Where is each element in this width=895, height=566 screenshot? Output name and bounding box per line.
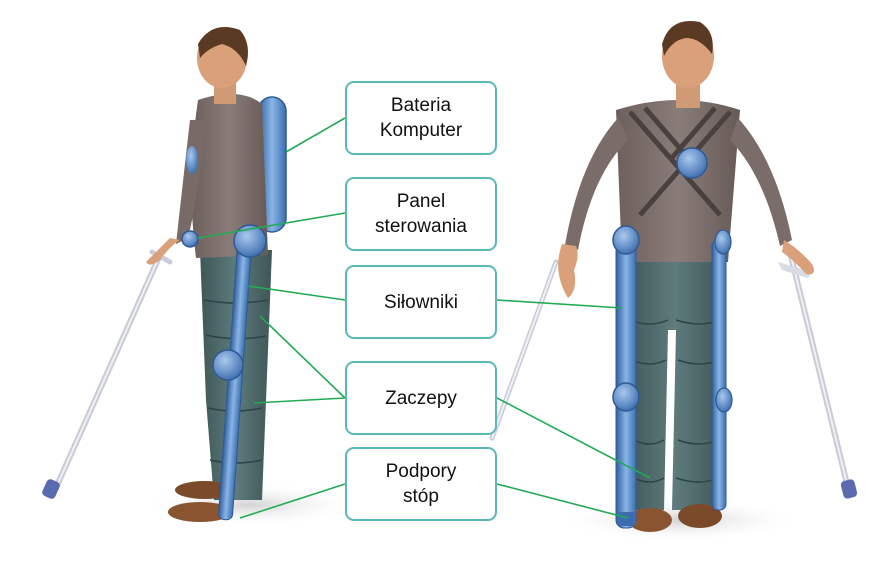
label-battery-computer: Bateria Komputer <box>345 81 497 155</box>
leader-clips-1 <box>259 315 346 399</box>
label-line: stóp <box>403 486 439 507</box>
crutch-front-left <box>489 259 559 441</box>
actuator-front-right <box>711 239 727 511</box>
hip-joint-front <box>612 225 640 255</box>
leader-battery <box>285 117 346 153</box>
leader-foot-right <box>496 483 629 519</box>
label-foot-supports: Podpory stóp <box>345 447 497 521</box>
leader-panel <box>197 212 346 239</box>
label-line: Siłowniki <box>384 291 458 313</box>
leader-actuators-right <box>496 299 623 309</box>
label-line: Zaczepy <box>385 387 457 409</box>
front-view-figure <box>489 20 858 542</box>
label-line: Komputer <box>379 120 463 141</box>
knee-joint-side <box>212 349 244 381</box>
crutch-front-right <box>778 249 858 499</box>
chest-panel-front <box>676 147 708 179</box>
label-clips: Zaczepy <box>345 361 497 435</box>
foot-plate-front <box>618 512 636 526</box>
wrist-panel-side <box>181 230 199 248</box>
crutch-left <box>42 249 173 499</box>
leader-lines <box>197 117 651 519</box>
hip-joint-side <box>233 224 267 258</box>
label-line: sterowania <box>375 216 467 237</box>
leader-foot-left <box>239 483 346 519</box>
knee-joint-front-right <box>715 387 733 413</box>
side-view-figure <box>42 27 360 527</box>
knee-joint-front <box>612 382 640 412</box>
chest-panel-side <box>186 146 198 174</box>
label-control-panel: Panel sterowania <box>345 177 497 251</box>
label-actuators: Siłowniki <box>345 265 497 339</box>
leader-clips-2 <box>253 397 346 404</box>
leader-clips-right <box>496 397 651 479</box>
label-line: Podpory <box>385 461 457 482</box>
leader-actuators-left <box>247 285 346 301</box>
label-line: Panel <box>396 191 446 212</box>
label-line: Bateria <box>390 95 452 116</box>
hip-joint-front-right <box>714 229 732 255</box>
